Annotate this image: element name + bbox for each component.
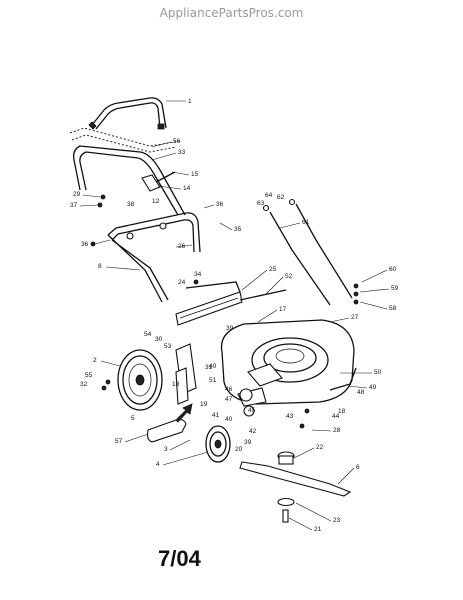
callout-25: 25 xyxy=(269,266,277,273)
callout-18-a: 18 xyxy=(172,381,180,388)
blade-part xyxy=(239,461,352,497)
callout-63: 63 xyxy=(257,200,265,207)
callout-48: 48 xyxy=(357,389,365,396)
callout-31: 31 xyxy=(205,364,213,371)
callout-32: 32 xyxy=(80,381,88,388)
callout-5: 5 xyxy=(131,415,135,422)
callout-50: 50 xyxy=(374,369,382,376)
direction-arrow xyxy=(175,403,193,423)
callout-57: 57 xyxy=(115,438,123,445)
callout-39-b: 39 xyxy=(244,439,252,446)
blade-bolt-part xyxy=(277,497,295,523)
callout-18-b: 18 xyxy=(338,408,346,415)
callout-42: 42 xyxy=(249,428,257,435)
site-watermark: AppliancePartsPros.com xyxy=(159,6,304,20)
callout-54: 54 xyxy=(144,331,152,338)
front-wheel-part xyxy=(205,425,231,463)
callout-52: 52 xyxy=(285,273,293,280)
callout-leaders xyxy=(79,141,390,531)
callout-51: 51 xyxy=(209,377,217,384)
callout-2: 2 xyxy=(93,357,97,364)
callout-4: 4 xyxy=(156,461,160,468)
callout-24: 24 xyxy=(178,279,186,286)
callout-36-b: 36 xyxy=(81,241,89,248)
mid-handle-part xyxy=(69,127,186,216)
callout-59: 59 xyxy=(391,285,399,292)
callout-27: 27 xyxy=(351,314,359,321)
callout-3: 3 xyxy=(164,446,168,453)
rear-rake-rods-part xyxy=(262,198,353,306)
rod-part xyxy=(239,289,287,301)
callout-22: 22 xyxy=(316,444,324,451)
callout-17: 17 xyxy=(279,306,287,313)
callout-37: 37 xyxy=(70,202,78,209)
callout-12: 12 xyxy=(152,198,160,205)
callout-21: 21 xyxy=(314,526,322,533)
callout-6: 6 xyxy=(356,464,360,471)
front-bracket-part xyxy=(146,418,187,443)
callout-56: 56 xyxy=(173,138,181,145)
mower-deck-part xyxy=(220,319,357,407)
cable-control-part xyxy=(141,171,176,192)
blade-adapter-part xyxy=(277,451,295,465)
callout-60: 60 xyxy=(389,266,397,273)
callout-62: 62 xyxy=(277,194,285,201)
wheel-height-bracket-part xyxy=(175,343,197,405)
callout-8: 8 xyxy=(98,263,102,270)
callout-1: 1 xyxy=(188,98,192,105)
callout-14: 14 xyxy=(183,185,191,192)
callout-40-a: 40 xyxy=(209,363,217,370)
upper-handle-part xyxy=(88,97,167,130)
callout-61: 61 xyxy=(302,219,310,226)
callout-40-b: 40 xyxy=(225,416,233,423)
rear-wheel-part xyxy=(117,349,163,411)
callout-33: 33 xyxy=(178,149,186,156)
callout-49: 49 xyxy=(369,384,377,391)
callout-47: 47 xyxy=(225,396,233,403)
callout-15: 15 xyxy=(191,171,199,178)
callout-41: 41 xyxy=(212,412,220,419)
callout-19: 19 xyxy=(200,401,208,408)
callout-44: 44 xyxy=(332,413,340,420)
callout-23: 23 xyxy=(333,517,341,524)
callout-28: 28 xyxy=(333,427,341,434)
hardware-pieces xyxy=(90,194,359,429)
date-code: 7/04 xyxy=(158,546,201,571)
callout-30: 30 xyxy=(155,336,163,343)
callout-43: 43 xyxy=(286,413,294,420)
part-callouts: 1 56 33 15 14 29 37 12 38 36 35 26 36 8 … xyxy=(70,98,399,533)
callout-45: 45 xyxy=(248,407,256,414)
callout-35: 35 xyxy=(234,226,242,233)
rear-bracket-part xyxy=(175,281,243,326)
lower-handle-part xyxy=(107,212,201,303)
callout-58: 58 xyxy=(389,305,397,312)
callout-36-a: 36 xyxy=(216,201,224,208)
callout-64: 64 xyxy=(265,192,273,199)
callout-34: 34 xyxy=(194,271,202,278)
callout-20: 20 xyxy=(235,446,243,453)
callout-39: 39 xyxy=(226,325,234,332)
callout-55: 55 xyxy=(85,372,93,379)
callout-29: 29 xyxy=(73,191,81,198)
callout-46: 46 xyxy=(225,386,233,393)
callout-53: 53 xyxy=(164,343,172,350)
callout-38: 38 xyxy=(127,201,135,208)
